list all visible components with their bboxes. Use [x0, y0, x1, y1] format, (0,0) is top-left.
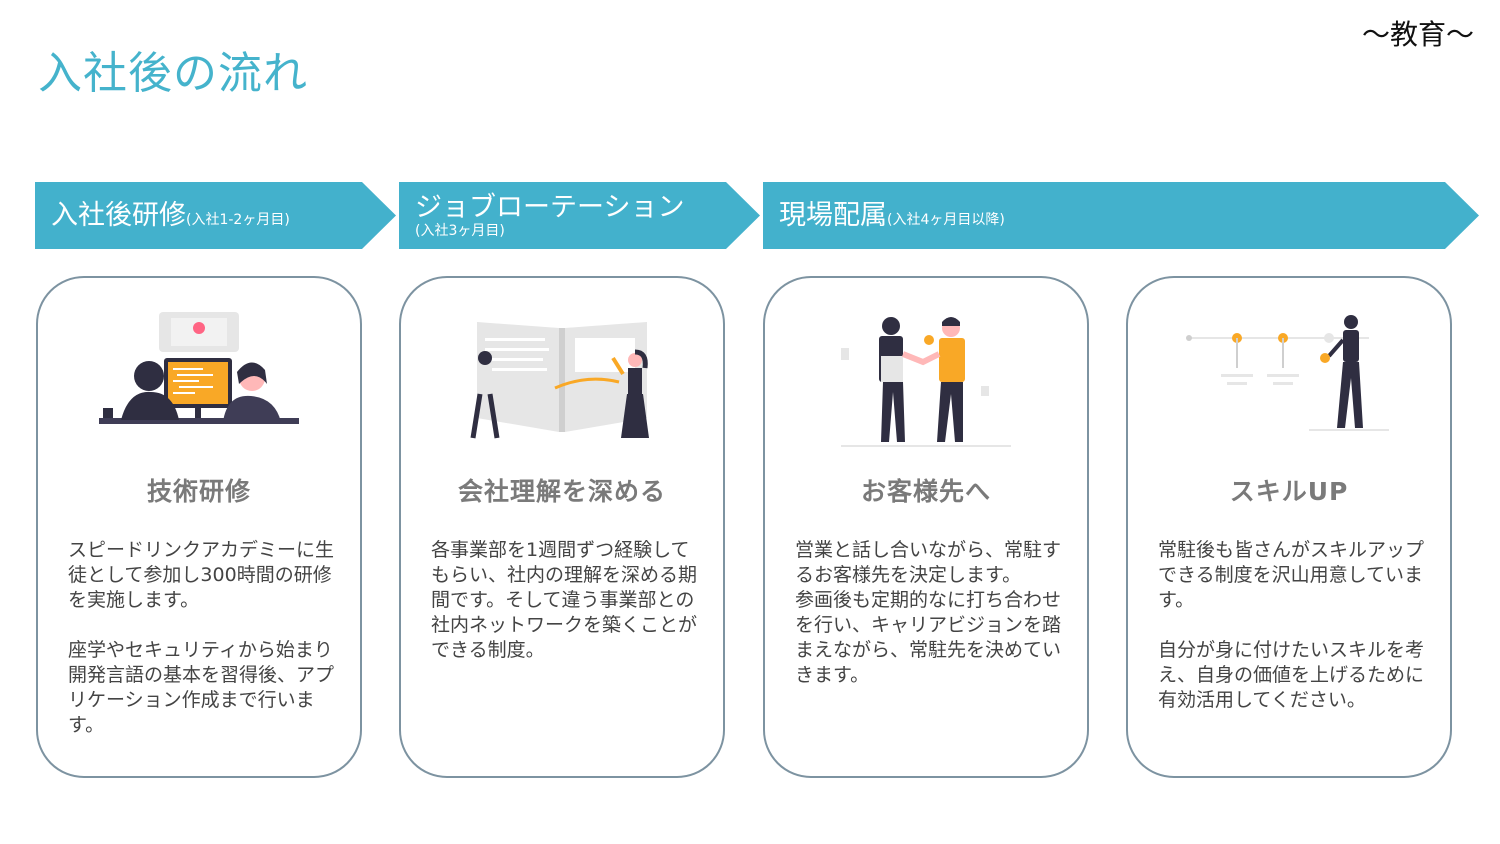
- phase-sub-label: (入社3ヶ月目): [415, 222, 505, 239]
- handshake-illustration: [841, 317, 1011, 447]
- phase-arrow-assignment: 現場配属 (入社4ヶ月目以降): [763, 182, 1479, 249]
- training-illustration: [99, 312, 299, 424]
- card-paragraph: 参画後も定期的なに打ち合わせを行い、キャリアビジョンを踏まえながら、常駐先を決め…: [795, 589, 1062, 686]
- page-title: 入社後の流れ: [38, 48, 308, 99]
- card-title: 会社理解を深める: [457, 477, 666, 506]
- card-paragraph: 自分が身に付けたいスキルを考え、自身の価値を上げるために有効活用してください。: [1158, 639, 1425, 711]
- card-company-understanding: 会社理解を深める 各事業部を1週間ずつ経験してもらい、社内の理解を深める期間です…: [399, 276, 725, 778]
- phase-sub-label: (入社1-2ヶ月目): [186, 211, 290, 228]
- card-title: スキルUP: [1229, 477, 1349, 506]
- card-paragraph: スピードリンクアカデミーに生徒として参加し300時間の研修を実施します。: [68, 539, 335, 611]
- phase-main-label: ジョブローテーション: [415, 191, 685, 223]
- card-skill-up: スキルUP 常駐後も皆さんがスキルアップできる制度を沢山用意しています。 自分が…: [1126, 276, 1452, 778]
- card-body: 各事業部を1週間ずつ経験してもらい、社内の理解を深める期間です。そして違う事業部…: [431, 538, 699, 688]
- phase-arrow-rotation: ジョブローテーション (入社3ヶ月目): [399, 182, 760, 249]
- card-body: 常駐後も皆さんがスキルアップできる制度を沢山用意しています。 自分が身に付けたい…: [1158, 538, 1426, 738]
- card-paragraph: 常駐後も皆さんがスキルアップできる制度を沢山用意しています。: [1158, 539, 1425, 611]
- card-paragraph: 座学やセキュリティから始まり開発言語の基本を習得後、アプリケーション作成まで行い…: [68, 639, 335, 736]
- phase-main-label: 入社後研修: [51, 199, 186, 231]
- card-body: 営業と話し合いながら、常駐するお客様先を決定します。 参画後も定期的なに打ち合わ…: [795, 538, 1063, 713]
- phase-main-label: 現場配属: [779, 199, 887, 231]
- book-illustration: [470, 322, 649, 439]
- card-body: スピードリンクアカデミーに生徒として参加し300時間の研修を実施します。 座学や…: [68, 538, 336, 763]
- card-technical-training: 技術研修 スピードリンクアカデミーに生徒として参加し300時間の研修を実施します…: [36, 276, 362, 778]
- section-label: ～教育～: [1361, 18, 1474, 51]
- card-title: お客様先へ: [860, 477, 991, 506]
- skill-illustration: [1186, 315, 1389, 431]
- card-title: 技術研修: [146, 477, 251, 506]
- card-paragraph: 各事業部を1週間ずつ経験してもらい、社内の理解を深める期間です。そして違う事業部…: [431, 539, 698, 661]
- phase-sub-label: (入社4ヶ月目以降): [887, 211, 1005, 228]
- card-client-assignment: お客様先へ 営業と話し合いながら、常駐するお客様先を決定します。 参画後も定期的…: [763, 276, 1089, 778]
- phase-arrow-training: 入社後研修 (入社1-2ヶ月目): [35, 182, 396, 249]
- card-paragraph: 営業と話し合いながら、常駐するお客様先を決定します。: [795, 539, 1062, 586]
